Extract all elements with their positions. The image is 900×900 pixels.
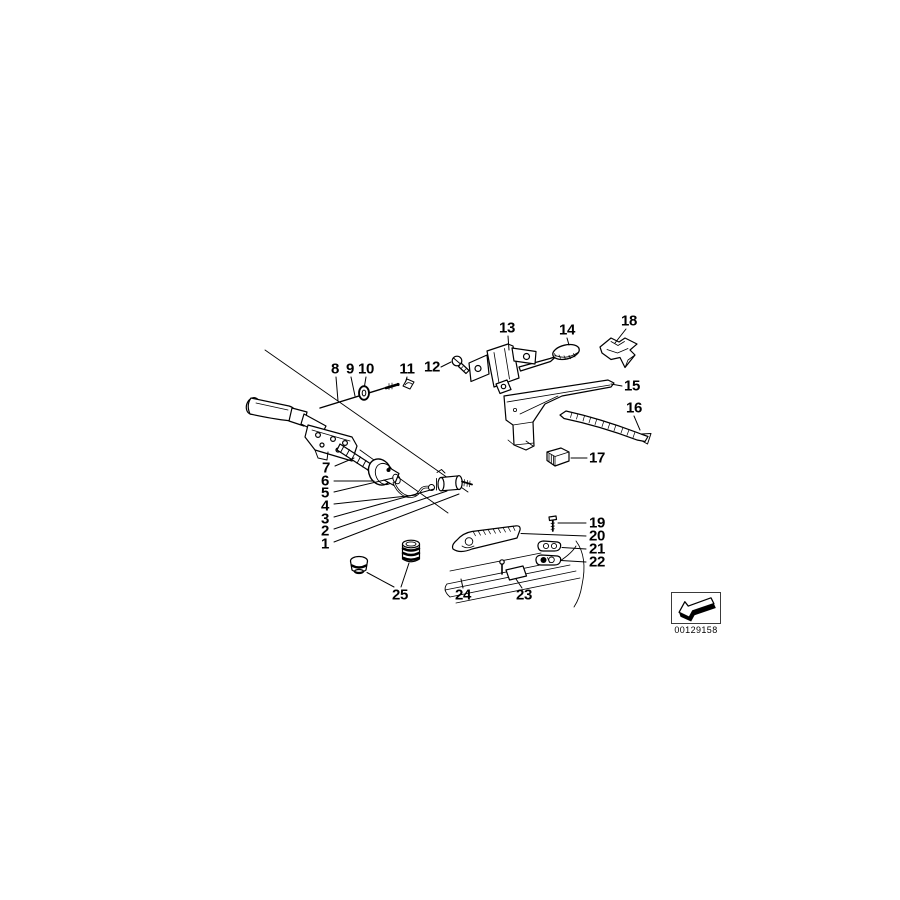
part-bracket-13 [468, 343, 557, 395]
part-callout-1[interactable]: 1 [320, 535, 330, 553]
part-callout-9[interactable]: 9 [345, 360, 355, 378]
part-handle-20 [451, 525, 521, 553]
part-callout-15[interactable]: 15 [623, 377, 641, 395]
part-block-17 [546, 447, 570, 467]
part-callout-6[interactable]: 6 [320, 472, 330, 490]
part-sill-24 [444, 540, 585, 608]
part-callout-5[interactable]: 5 [320, 484, 330, 502]
part-callout-2[interactable]: 2 [320, 522, 330, 540]
part-callout-4[interactable]: 4 [320, 497, 330, 515]
part-sleeve-1-2-3 [436, 469, 473, 492]
part-callout-23[interactable]: 23 [515, 586, 533, 604]
part-callout-10[interactable]: 10 [357, 360, 375, 378]
part-callout-8[interactable]: 8 [330, 360, 340, 378]
part-clamp-22 [535, 554, 562, 566]
part-callout-3[interactable]: 3 [320, 510, 330, 528]
part-callout-12[interactable]: 12 [423, 358, 441, 376]
callout-leader-lines [333, 328, 641, 589]
part-callout-24[interactable]: 24 [454, 586, 472, 604]
part-clip-18 [599, 337, 638, 369]
part-callout-7[interactable]: 7 [321, 459, 331, 477]
part-callout-19[interactable]: 19 [588, 514, 606, 532]
part-panel-15 [503, 379, 615, 451]
part-callout-25[interactable]: 25 [391, 586, 409, 604]
part-cap-14 [552, 343, 580, 361]
part-callout-18[interactable]: 18 [620, 312, 638, 330]
part-grommets-25 [349, 539, 421, 575]
part-rod-8-9 [319, 382, 400, 409]
back-arrow-3d-icon [678, 597, 716, 622]
part-disc-6 [367, 458, 401, 487]
part-callout-13[interactable]: 13 [498, 319, 516, 337]
part-callout-17[interactable]: 17 [588, 449, 606, 467]
part-washer-10 [358, 385, 370, 401]
part-callout-14[interactable]: 14 [558, 321, 576, 339]
part-callout-22[interactable]: 22 [588, 553, 606, 571]
part-clip-11 [402, 378, 415, 390]
diagram-code: 00129158 [674, 625, 718, 635]
part-handbrake-lever [245, 397, 358, 462]
part-callout-11[interactable]: 11 [399, 360, 415, 378]
part-screw-19 [548, 515, 558, 532]
part-callout-20[interactable]: 20 [588, 527, 606, 545]
part-plate-23 [499, 559, 528, 581]
part-screw-12 [451, 355, 470, 375]
part-clamp-21 [537, 540, 562, 552]
part-callout-16[interactable]: 16 [625, 399, 643, 417]
diagram-code-box [671, 592, 721, 624]
part-rail-16 [559, 410, 652, 445]
part-callout-21[interactable]: 21 [588, 540, 606, 558]
